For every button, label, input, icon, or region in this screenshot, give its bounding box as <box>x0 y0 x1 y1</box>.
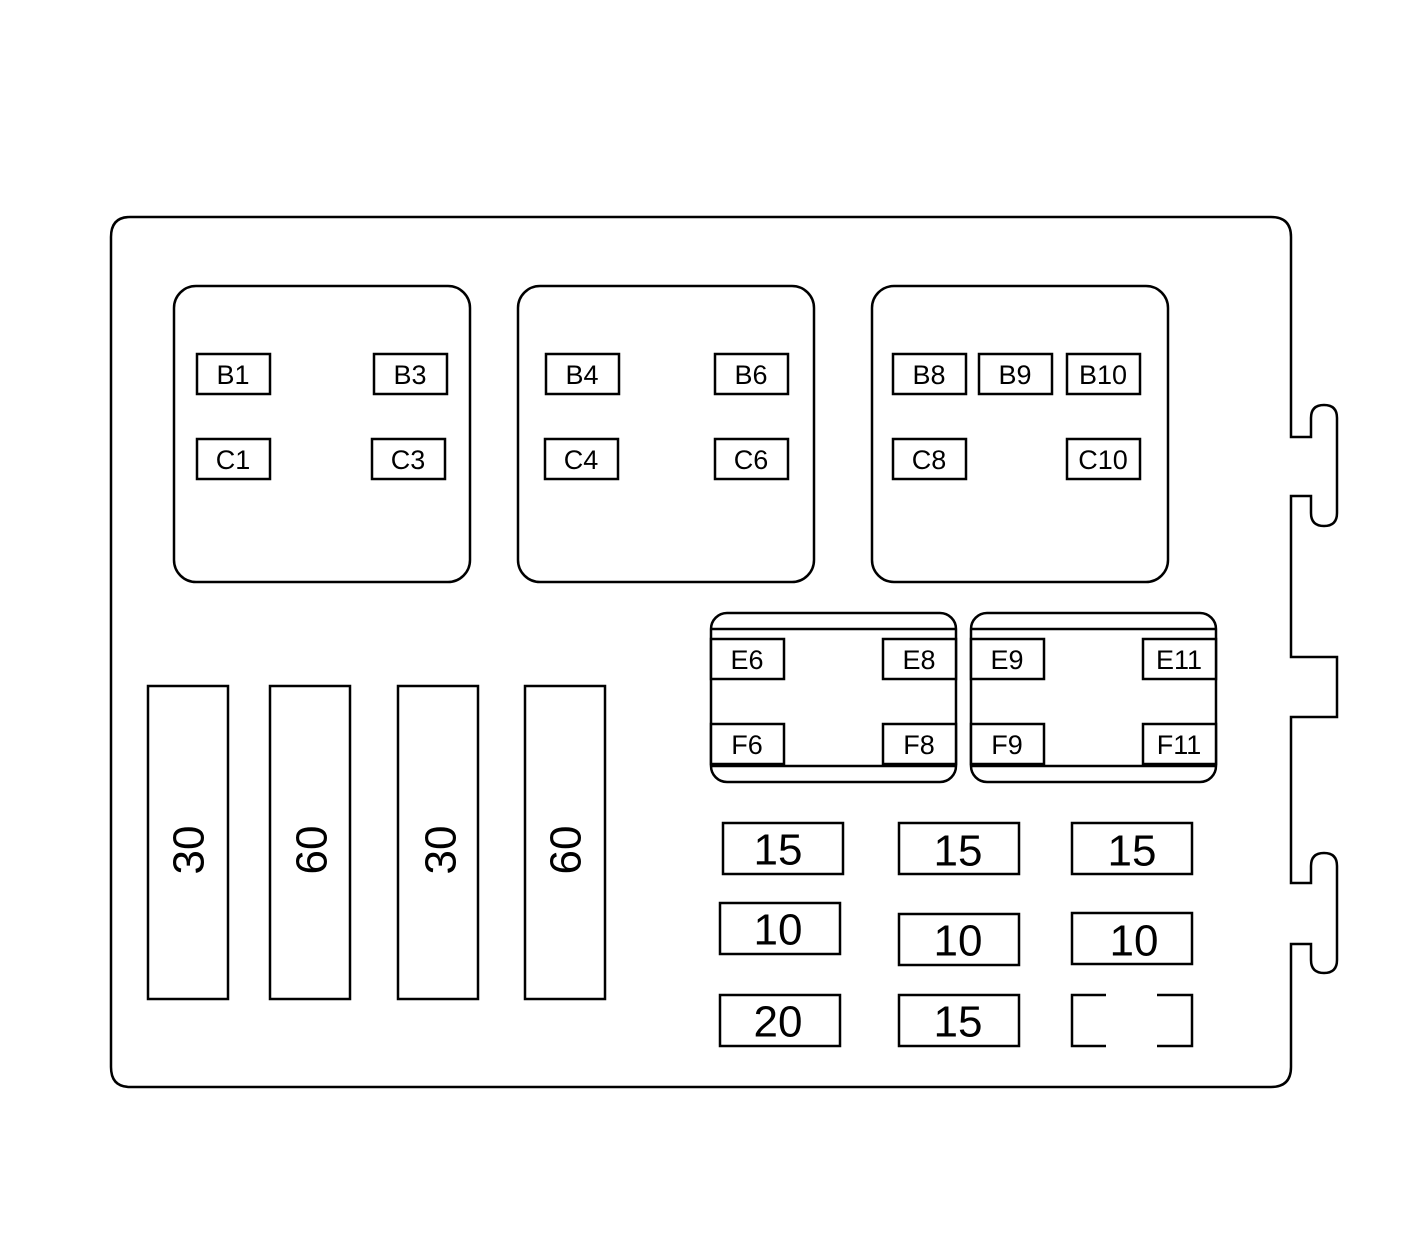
terminal-e6 <box>709 637 786 681</box>
fuse-box-housing <box>109 215 1339 1089</box>
relay-block-1: B1 B3 C1 C3 <box>172 284 472 584</box>
mini-fuse-r1c2 <box>897 821 1021 876</box>
maxi-fuse-2-rating: 60 <box>288 826 337 875</box>
terminal-b1 <box>195 352 272 396</box>
mini-fuse-grid: 15 15 15 10 10 10 20 15 <box>718 821 1194 1048</box>
maxi-fuse-3-rating: 30 <box>417 826 466 875</box>
terminal-b9 <box>977 352 1054 396</box>
terminal-b4-label: B4 <box>565 360 598 390</box>
terminal-f6-label: F6 <box>731 730 763 760</box>
mini-fuse-r2c1-rating: 10 <box>754 906 803 955</box>
maxi-fuse-body <box>146 684 230 1001</box>
maxi-fuse-body <box>523 684 607 1001</box>
mini-fuse-r3c1-rating: 20 <box>754 998 803 1047</box>
terminal-b8 <box>891 352 968 396</box>
mini-fuse-r1c3 <box>1070 821 1194 876</box>
terminal-b8-label: B8 <box>912 360 945 390</box>
terminal-c4-label: C4 <box>564 445 599 475</box>
relay-block-2: B4 B6 C4 C6 <box>516 284 816 584</box>
terminal-b6-label: B6 <box>734 360 767 390</box>
mini-fuse-r3c1 <box>718 993 842 1048</box>
mini-fuse-r2c3 <box>1070 911 1194 966</box>
mini-fuse-r2c1 <box>718 901 842 956</box>
terminal-b3 <box>372 352 449 396</box>
maxi-fuse-4-rating: 60 <box>542 826 591 875</box>
terminal-e8 <box>881 637 958 681</box>
terminal-f8-label: F8 <box>903 730 935 760</box>
terminal-c6-label: C6 <box>734 445 769 475</box>
terminal-f11-label: F11 <box>1157 730 1202 760</box>
mini-fuse-r2c2-rating: 10 <box>934 917 983 966</box>
maxi-fuse-1-rating: 30 <box>165 826 214 875</box>
terminal-c10-label: C10 <box>1078 445 1128 475</box>
terminal-e11 <box>1141 637 1218 681</box>
terminal-e6-label: E6 <box>730 645 763 675</box>
maxi-fuse-4: 60 <box>523 684 607 1001</box>
terminal-c8 <box>891 437 968 481</box>
relay-block-3: B8 B9 B10 C8 C10 <box>870 284 1170 584</box>
terminal-f9-label: F9 <box>991 730 1023 760</box>
small-relay-block-1: E6 E8 F6 F8 <box>709 611 958 784</box>
mini-fuse-r2c3-rating: 10 <box>1110 917 1159 966</box>
mini-fuse-r1c1 <box>721 821 845 876</box>
maxi-fuse-1: 30 <box>146 684 230 1001</box>
empty-fuse-slot <box>1070 993 1194 1048</box>
mini-fuse-r3c2-rating: 15 <box>934 998 983 1047</box>
terminal-c8-label: C8 <box>912 445 947 475</box>
terminal-c6 <box>713 437 790 481</box>
mini-fuse-r1c2-rating: 15 <box>934 827 983 876</box>
mini-fuse-r2c2 <box>897 912 1021 967</box>
terminal-b4 <box>544 352 621 396</box>
relay-block-outline <box>172 284 472 584</box>
terminal-f8 <box>881 722 958 766</box>
terminal-e9 <box>969 637 1046 681</box>
terminal-f11 <box>1141 722 1218 766</box>
terminal-e11-label: E11 <box>1156 645 1202 675</box>
terminal-b10 <box>1065 352 1142 396</box>
mini-fuse-r1c1-rating: 15 <box>754 826 803 875</box>
terminal-c1 <box>195 437 272 481</box>
maxi-fuse-3: 30 <box>396 684 480 1001</box>
terminal-b9-label: B9 <box>998 360 1031 390</box>
mini-fuse-r1c3-rating: 15 <box>1108 827 1157 876</box>
small-relay-block-2: E9 E11 F9 F11 <box>969 611 1218 784</box>
terminal-e9-label: E9 <box>990 645 1023 675</box>
terminal-b6 <box>713 352 790 396</box>
maxi-fuse-body <box>268 684 352 1001</box>
terminal-b1-label: B1 <box>216 360 249 390</box>
relay-block-outline <box>870 284 1170 584</box>
terminal-c4 <box>543 437 620 481</box>
terminal-e8-label: E8 <box>902 645 935 675</box>
terminal-c3 <box>370 437 447 481</box>
maxi-fuse-2: 60 <box>268 684 352 1001</box>
terminal-b10-label: B10 <box>1079 360 1127 390</box>
terminal-c3-label: C3 <box>391 445 426 475</box>
terminal-b3-label: B3 <box>393 360 426 390</box>
mini-fuse-r3c2 <box>897 993 1021 1048</box>
terminal-f6 <box>709 722 786 766</box>
terminal-f9 <box>969 722 1046 766</box>
terminal-c10 <box>1065 437 1142 481</box>
relay-block-outline <box>516 284 816 584</box>
maxi-fuse-body <box>396 684 480 1001</box>
terminal-c1-label: C1 <box>216 445 251 475</box>
